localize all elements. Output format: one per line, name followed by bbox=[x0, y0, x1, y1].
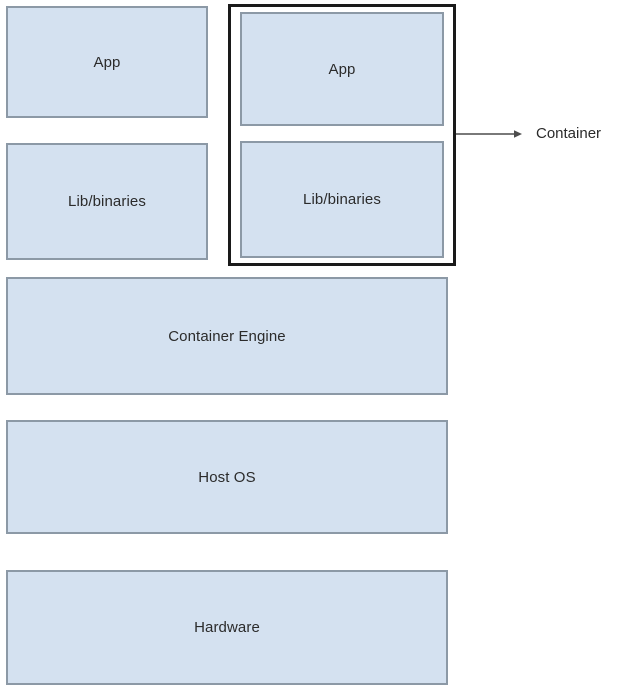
node-host-os-label: Host OS bbox=[198, 468, 256, 486]
node-lib-binaries-containerized[interactable]: Lib/binaries bbox=[240, 141, 444, 258]
node-app-left[interactable]: App bbox=[6, 6, 208, 118]
node-app-left-label: App bbox=[93, 53, 121, 71]
node-container-engine[interactable]: Container Engine bbox=[6, 277, 448, 395]
node-lib-binaries-left-label: Lib/binaries bbox=[68, 193, 146, 210]
node-lib-binaries-left[interactable]: Lib/binaries bbox=[6, 143, 208, 260]
container-annotation-label: Container bbox=[536, 125, 602, 142]
node-host-os[interactable]: Host OS bbox=[6, 420, 448, 534]
node-hardware-label: Hardware bbox=[194, 619, 260, 636]
node-container-engine-label: Container Engine bbox=[168, 327, 286, 345]
arrow-right-icon bbox=[456, 130, 522, 138]
node-app-containerized[interactable]: App bbox=[240, 12, 444, 126]
node-hardware[interactable]: Hardware bbox=[6, 570, 448, 685]
node-app-containerized-label: App bbox=[328, 60, 356, 78]
node-lib-binaries-containerized-label: Lib/binaries bbox=[303, 191, 381, 208]
